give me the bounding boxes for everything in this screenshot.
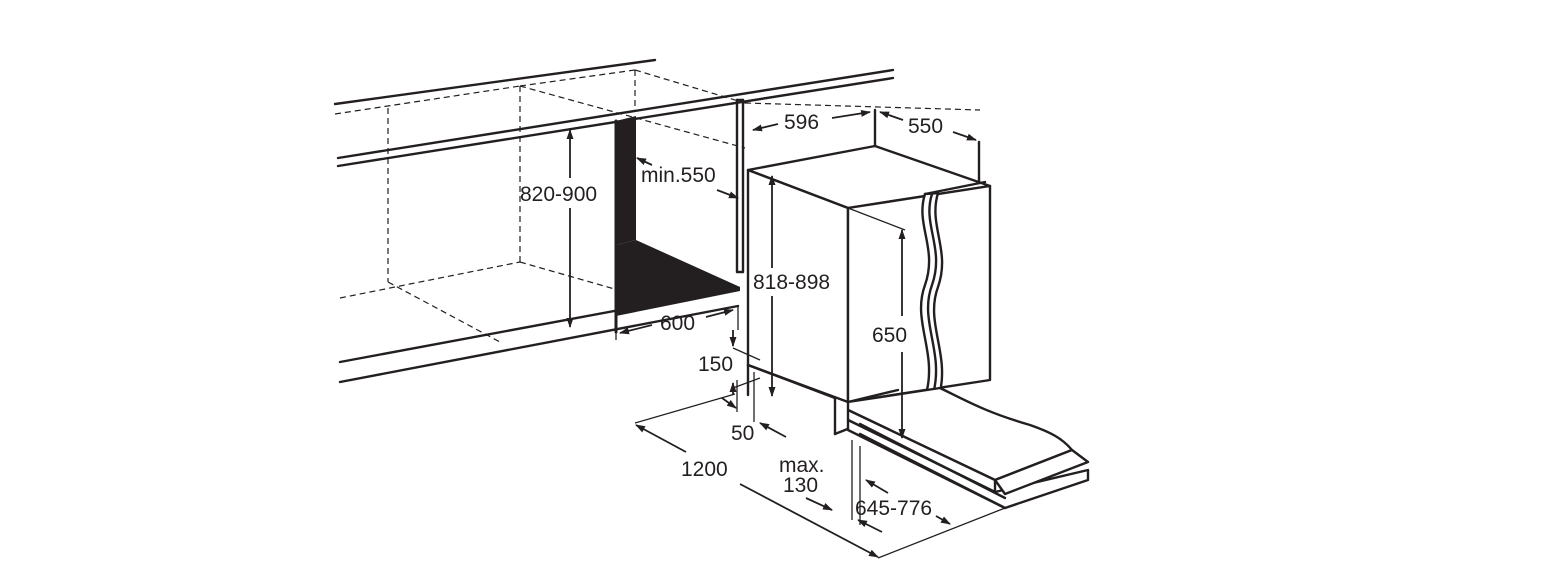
plinth-range-label: 645-776 xyxy=(855,497,932,520)
plinth-setback-label: 50 xyxy=(731,422,754,445)
door-decor-panel xyxy=(846,180,987,404)
door-height-label: 650 xyxy=(872,324,907,347)
cabinet-edge-post xyxy=(735,98,745,274)
max-label: max. xyxy=(779,454,825,477)
recess-height-label: 820-900 xyxy=(520,183,597,206)
appliance-depth-label: 550 xyxy=(908,115,943,138)
open-door-tray xyxy=(846,386,1090,510)
dishwasher-body xyxy=(746,108,992,436)
min-depth-label: min.550 xyxy=(641,164,716,187)
dimension-arrows xyxy=(566,109,977,558)
door-swing-label: 1200 xyxy=(681,458,728,481)
plinth-height-label: 150 xyxy=(698,353,733,376)
recess-depth-label: 600 xyxy=(660,312,695,335)
extension-lines xyxy=(615,306,1006,559)
recess-side-panel xyxy=(614,116,740,334)
hidden-cabinet-edges xyxy=(334,69,981,343)
appliance-width-label: 596 xyxy=(784,111,819,134)
appliance-height-label: 818-898 xyxy=(753,271,830,294)
max-value-label: 130 xyxy=(783,474,818,497)
